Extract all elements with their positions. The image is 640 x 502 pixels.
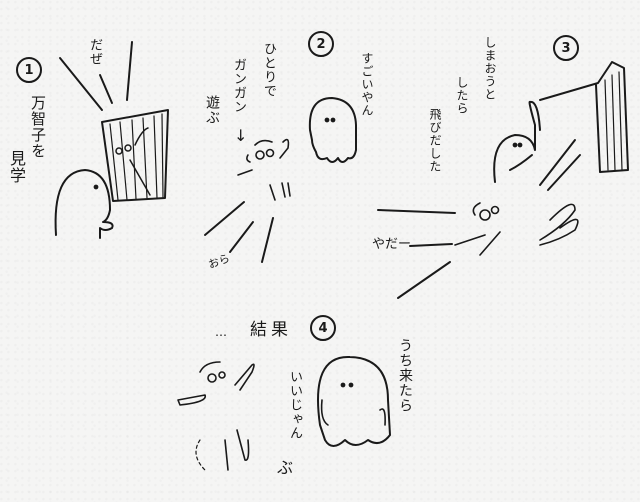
panel-3-caption-line-3: 飛びだした: [428, 108, 442, 173]
panel-2-caption-line-3: 遊ぶ: [204, 95, 220, 125]
panel-2-arrow: ↓: [234, 126, 248, 145]
panel-4-ellipsis: …: [215, 325, 227, 339]
panel-1-caption-line-2: 見学: [7, 150, 26, 184]
panel-number-3: 3: [553, 35, 579, 61]
panel-4-caption: 結果: [250, 320, 292, 340]
panel-4-speech-line-2: いいじゃん: [287, 370, 302, 440]
panel-2-speech: すごいやん: [360, 52, 374, 117]
panel-3-sfx: やだー: [372, 237, 412, 252]
panel-number-2: 2: [308, 31, 334, 57]
panel-4-speech-line-1: うち来たら: [397, 338, 413, 413]
panel-2-caption-line-1: ひとりで: [261, 42, 276, 98]
panel-3-art: [377, 61, 629, 299]
panel-2-caption-line-2: ガンガン: [231, 58, 246, 114]
panel-1-art: [54, 41, 169, 239]
panel-4-sfx: ぶ: [277, 458, 294, 477]
panel-number-1: 1: [16, 57, 42, 83]
panel-3-caption-line-2: したら: [455, 76, 469, 115]
panel-1-caption-line-1: 万智子を: [29, 95, 47, 159]
panel-4-art: [177, 355, 391, 471]
panel-3-caption-line-1: しまおうと: [483, 36, 497, 101]
panel-1-sfx: だぜ: [87, 38, 102, 66]
panel-2-art: [204, 97, 357, 263]
panel-number-4: 4: [310, 315, 336, 341]
